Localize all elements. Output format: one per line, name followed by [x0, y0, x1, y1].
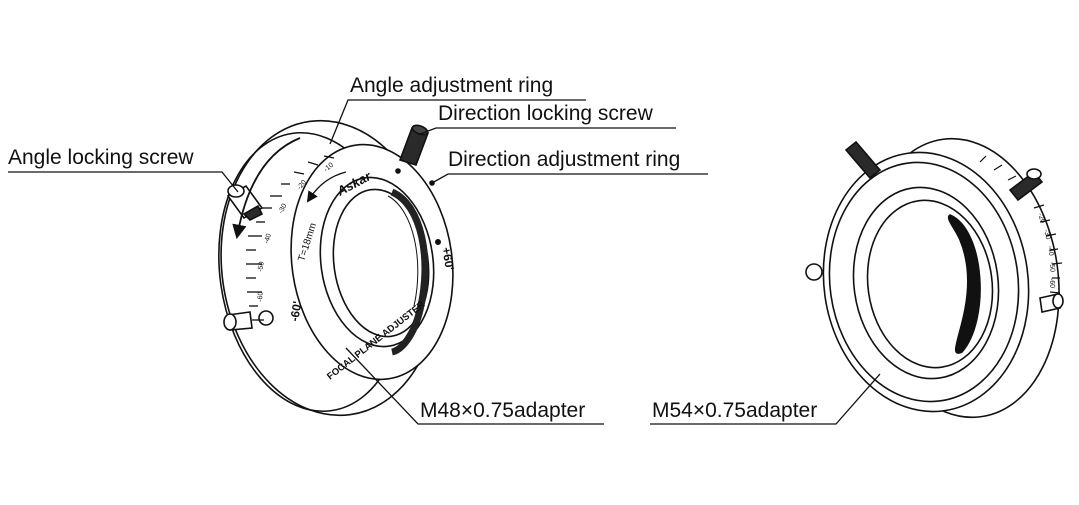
scale-value: -50: [257, 261, 266, 272]
rear-side-knob-right[interactable]: [1039, 293, 1064, 313]
rear-bore-shadow: [947, 214, 981, 354]
label-m48-adapter: M48×0.75adapter: [420, 399, 586, 422]
front-adjuster: [218, 119, 454, 417]
label-direction-adjustment-ring: Direction adjustment ring: [448, 148, 681, 171]
rear-scale-value: -30: [1042, 229, 1051, 241]
rear-scale-value: -60: [1048, 278, 1055, 288]
scale-value: -10: [323, 162, 335, 174]
rear-angle-screw[interactable]: [1008, 168, 1044, 202]
lower-knob[interactable]: [223, 310, 274, 331]
rear-adjuster: [805, 137, 1064, 419]
label-m54-adapter: M54×0.75adapter: [652, 399, 818, 422]
leader-m48-adapter: [345, 347, 604, 425]
label-angle-locking-screw: Angle locking screw: [8, 146, 194, 169]
m54-adapter-ring: [852, 186, 1000, 380]
direction-rotation-arrow: [306, 171, 347, 203]
leader-angle-adjustment-ring: [329, 99, 586, 145]
rear-scale-value: -50: [1048, 262, 1056, 273]
scale-value: -60: [257, 291, 265, 302]
plus-60-mark: +60': [439, 246, 457, 271]
minus-60-mark: -60': [287, 300, 304, 322]
leader-direction-adjustment-ring: [431, 173, 708, 184]
label-direction-locking-screw: Direction locking screw: [438, 102, 653, 125]
rear-scale-value: -20: [1036, 212, 1046, 224]
angle-scale-ticks: [246, 155, 335, 321]
rear-scale-value: -40: [1046, 245, 1054, 256]
leader-m54-adapter: [650, 373, 881, 425]
rear-side-knob-left[interactable]: [805, 263, 823, 281]
leader-angle-locking-screw: [8, 171, 239, 193]
scale-value: -20: [296, 179, 308, 191]
m48-adapter-ring: [319, 176, 435, 348]
scale-value: -40: [263, 233, 273, 245]
adapter-thread: [390, 188, 429, 356]
rear-direction-screw[interactable]: [844, 140, 882, 180]
label-angle-adjustment-ring: Angle adjustment ring: [350, 74, 554, 97]
rear-bore: [866, 199, 994, 369]
scale-value: -30: [278, 203, 289, 215]
angle-rotation-arrow: [232, 137, 301, 240]
direction-locking-screw[interactable]: [398, 124, 430, 166]
rear-face-rim: [828, 161, 1020, 403]
leader-direction-locking-screw: [419, 127, 676, 135]
leader-lines: [8, 99, 881, 425]
rear-face-outer: [822, 151, 1030, 413]
